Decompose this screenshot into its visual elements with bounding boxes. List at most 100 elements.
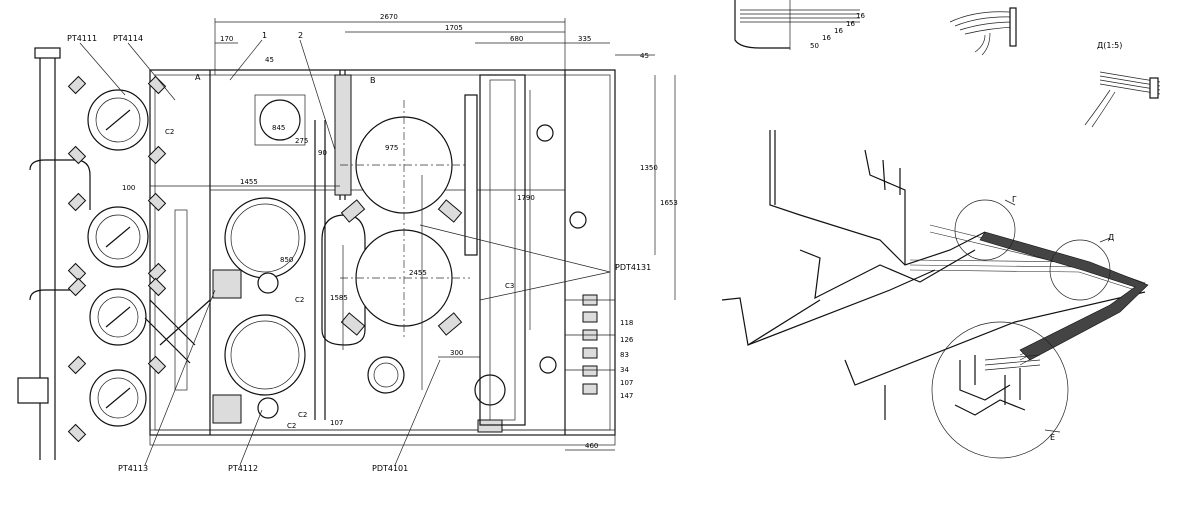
label-pt4112: PT4112 (228, 464, 258, 473)
detail-circle-g (954, 199, 1016, 261)
small-pump-inner (373, 362, 399, 388)
left-header-flange-top (34, 47, 61, 59)
dim-16-a: 16 (822, 34, 831, 42)
callout-1: 1 (262, 31, 267, 40)
plan-view: PT4111 PT4114 PT4113 PT4112 PDT4101 PDT4… (17, 13, 678, 473)
harness-band (979, 231, 1149, 361)
terminal-4 (582, 347, 598, 359)
view-b-label: B (370, 76, 376, 85)
vessel-flange-2 (437, 199, 463, 223)
pump-1-shaft (105, 109, 131, 131)
cabinet-door (479, 74, 526, 426)
dim-1790: 1790 (517, 194, 535, 202)
center-pipes (314, 70, 366, 420)
right-vessels (340, 94, 506, 433)
cabinet-inner (489, 79, 516, 421)
pump-1-inner (95, 97, 141, 143)
detail-circle-e (931, 321, 1069, 459)
pump-3-shaft (105, 306, 131, 328)
pipe-bundle (334, 74, 352, 196)
dim-107: 107 (330, 419, 343, 427)
detail-d-wires (1099, 71, 1161, 95)
detail-circle-d (1049, 239, 1111, 301)
c2-label-a: C2 (165, 128, 174, 136)
leader-pt4114 (127, 42, 176, 101)
vessel-upper-inner (230, 203, 300, 273)
vertical-pipe-1 (314, 120, 326, 420)
dim-845: 845 (272, 124, 285, 132)
pump-1-flange-d (147, 145, 167, 165)
pump-2-flange-c (67, 262, 87, 282)
mid-vessels (212, 94, 306, 424)
dim-50: 50 (810, 42, 819, 50)
bracket-e-3 (1004, 368, 1021, 405)
leader-e (1044, 429, 1061, 433)
dim-850: 850 (280, 256, 293, 264)
label-pt4111: PT4111 (67, 34, 97, 43)
pump-3-flange-b (147, 277, 167, 297)
c2-label-d: C2 (287, 422, 296, 430)
pipe-route-3 (799, 249, 976, 300)
dim-107b: 107 (620, 379, 633, 387)
pump-4 (67, 355, 167, 443)
detail-top-left: 50 16 16 16 16 (734, 0, 865, 50)
c2-label-c: C2 (298, 411, 307, 419)
pipe-route-2 (864, 149, 906, 265)
leader-pt4113 (144, 289, 216, 466)
view-a-label: A (195, 73, 201, 82)
pipe-route-2b (882, 159, 901, 195)
detail-circles: Г Д Е (931, 195, 1114, 459)
detail-tl-wires (740, 9, 860, 23)
pump-4-shaft (105, 387, 131, 409)
dim-2455: 2455 (409, 269, 427, 277)
wire-harness (909, 224, 1149, 366)
pump-1-flange-a (67, 75, 87, 95)
dim-2670: 2670 (380, 13, 398, 21)
pump-2-shaft (105, 226, 131, 248)
isometric-view: 50 16 16 16 16 Д(1:5) (721, 0, 1161, 459)
dimension-lines (150, 18, 676, 451)
dim-335: 335 (578, 35, 591, 43)
pump-column (17, 47, 211, 460)
dim-1705: 1705 (445, 24, 463, 32)
u-bend (321, 214, 366, 346)
plan-dimensions: 2670 1705 680 335 170 45 45 845 275 90 9… (122, 13, 678, 450)
dim-680: 680 (510, 35, 523, 43)
label-pdt4131: PDT4131 (615, 263, 651, 272)
leader-pdt4101 (394, 359, 441, 466)
label-pt4113: PT4113 (118, 464, 148, 473)
vessel-lower-inner (230, 320, 300, 390)
leader-callout-1 (229, 39, 263, 81)
dim-126: 126 (620, 336, 634, 344)
iso-pipes (721, 130, 1146, 420)
view-d-label: Д (1108, 233, 1114, 242)
port-3 (539, 356, 557, 374)
dim-118: 118 (620, 319, 633, 327)
leader-callout-2 (299, 39, 336, 151)
dim-45-top: 45 (265, 56, 274, 64)
bundle-g-tail (974, 32, 991, 56)
bracket-e-wires (984, 354, 1041, 371)
dim-1455: 1455 (240, 178, 258, 186)
detail-d: Д(1:5) (1084, 41, 1161, 128)
frame-base-plate (149, 429, 616, 446)
dim-300: 300 (450, 349, 463, 357)
vessel-flange-3 (340, 312, 366, 336)
c3-label: C3 (505, 282, 514, 290)
view-g-label: Г (1012, 195, 1017, 204)
dim-1585: 1585 (330, 294, 348, 302)
label-pdt4101: PDT4101 (372, 464, 408, 473)
leader-g (1004, 199, 1016, 206)
left-header-flange-bottom (17, 377, 49, 404)
dim-975: 975 (385, 144, 398, 152)
detail-tl-body (734, 0, 790, 49)
vessel-flange-1 (340, 199, 366, 223)
dim-100: 100 (122, 184, 135, 192)
pump-3 (67, 277, 167, 346)
dim-460: 460 (585, 442, 598, 450)
dim-1653: 1653 (660, 199, 678, 207)
pump-4-flange-a (67, 355, 87, 375)
gauge-lower (257, 397, 279, 419)
pump-4-flange-b (147, 355, 167, 375)
